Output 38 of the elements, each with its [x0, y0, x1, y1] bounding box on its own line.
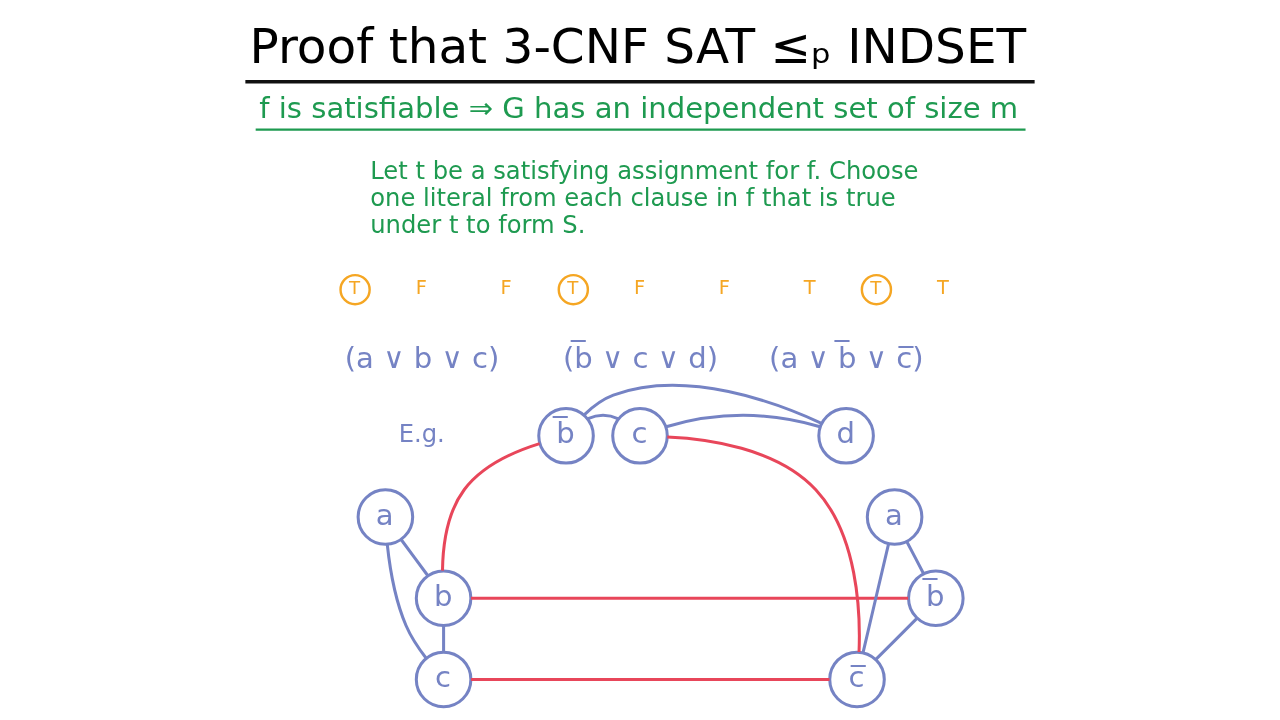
connector: [587, 413, 620, 421]
label: F: [415, 276, 427, 300]
connector: [440, 442, 541, 571]
connector: [385, 544, 428, 659]
connector: [583, 383, 823, 425]
label: F: [718, 276, 730, 300]
node-circle: c: [414, 650, 473, 709]
connector: [471, 596, 909, 600]
node-circle: a: [356, 488, 415, 546]
connector: [665, 413, 821, 429]
node-circle: d: [817, 407, 875, 465]
connector: [400, 538, 429, 577]
label: f is satisfiable ⇒ G has an independent set of size m: [259, 90, 1019, 125]
connector: [875, 617, 919, 661]
label: T: [937, 276, 949, 300]
node-circle: a: [865, 488, 924, 546]
label: (a ∨ b̅ ∨ c̅): [769, 340, 924, 375]
label: E.g.: [398, 418, 445, 448]
label: Let t be a satisfying assignment for f. Choose one literal from each clause in f that is true under t to form S.: [370, 156, 919, 239]
connector: [905, 540, 925, 575]
connector: [442, 625, 446, 652]
connector: [861, 543, 891, 653]
label: (a ∨ b ∨ c): [344, 340, 500, 375]
label: F: [633, 276, 646, 300]
node-circle: b̅: [907, 569, 965, 628]
node-circle: c: [611, 407, 669, 465]
connector: [667, 435, 861, 652]
node-circle: c̅: [828, 650, 886, 709]
node-circle: T: [557, 273, 590, 306]
label: F: [500, 276, 512, 300]
connector: [471, 677, 830, 681]
diagram-title: Proof that 3-CNF SAT ≤ₚ INDSET: [249, 17, 1027, 74]
label: (b̅ ∨ c ∨ d): [563, 340, 719, 375]
node-circle: T: [339, 273, 371, 306]
label: T: [803, 276, 816, 300]
node-circle: b: [414, 569, 473, 628]
node-circle: T: [860, 273, 893, 306]
node-circle: b̅: [537, 407, 595, 465]
